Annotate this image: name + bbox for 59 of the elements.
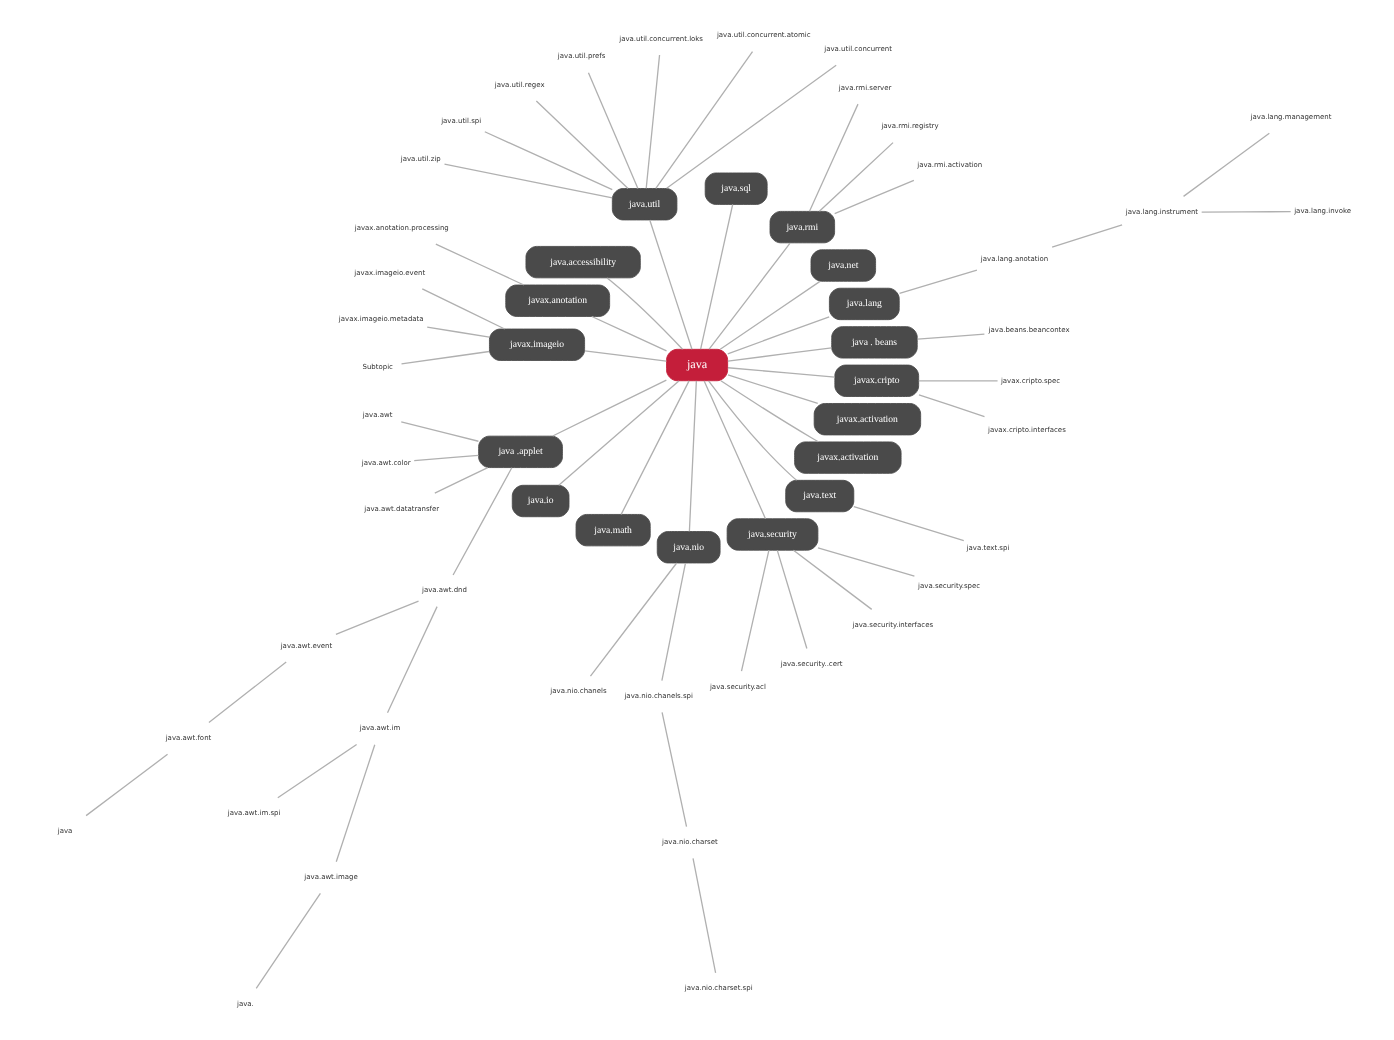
connector: [726, 374, 818, 405]
connector: [534, 100, 628, 190]
connector: [334, 600, 419, 635]
connector: [816, 547, 915, 577]
connector: [1050, 224, 1122, 248]
connector: [791, 549, 872, 611]
connector: [833, 179, 914, 215]
connector: [739, 549, 769, 672]
connector: [551, 379, 666, 437]
connector: [385, 605, 437, 714]
connector: [897, 269, 977, 295]
connector: [483, 131, 612, 191]
connector: [917, 380, 998, 382]
connector: [775, 549, 807, 650]
connector: [399, 350, 489, 365]
connector: [648, 219, 692, 350]
connector: [1181, 132, 1269, 198]
connector: [586, 72, 638, 190]
connector: [557, 380, 679, 486]
connector: [425, 326, 490, 338]
connector: [687, 380, 696, 532]
connector: [665, 64, 836, 189]
connector: [619, 380, 689, 516]
connector: [719, 380, 818, 443]
connector: [699, 203, 733, 350]
connector: [707, 242, 790, 350]
connector: [276, 743, 357, 799]
connector: [691, 857, 716, 974]
connector: [442, 163, 612, 199]
connector: [915, 333, 985, 340]
connector: [726, 367, 835, 378]
connector: [644, 54, 660, 190]
connector: [726, 347, 832, 362]
connector: [254, 892, 321, 989]
connector: [434, 243, 524, 286]
connector: [84, 753, 168, 817]
connector: [412, 454, 479, 462]
connector: [706, 380, 797, 481]
connector: [433, 466, 488, 494]
connector: [207, 661, 286, 724]
connector: [654, 51, 753, 190]
connector: [660, 711, 687, 828]
connector: [583, 350, 666, 362]
connector: [660, 562, 686, 682]
connector: [420, 288, 505, 330]
connector: [726, 316, 829, 355]
connector: [718, 280, 820, 350]
connector: [1200, 211, 1291, 213]
connector: [399, 421, 479, 442]
connector: [817, 141, 893, 212]
connector: [807, 103, 858, 212]
connector: [334, 744, 375, 863]
connector: [451, 467, 512, 576]
connector: [588, 562, 677, 677]
connector: [605, 277, 683, 350]
connector: [917, 394, 985, 418]
connector: [590, 315, 667, 352]
connector: [702, 380, 766, 520]
connector: [852, 505, 964, 542]
